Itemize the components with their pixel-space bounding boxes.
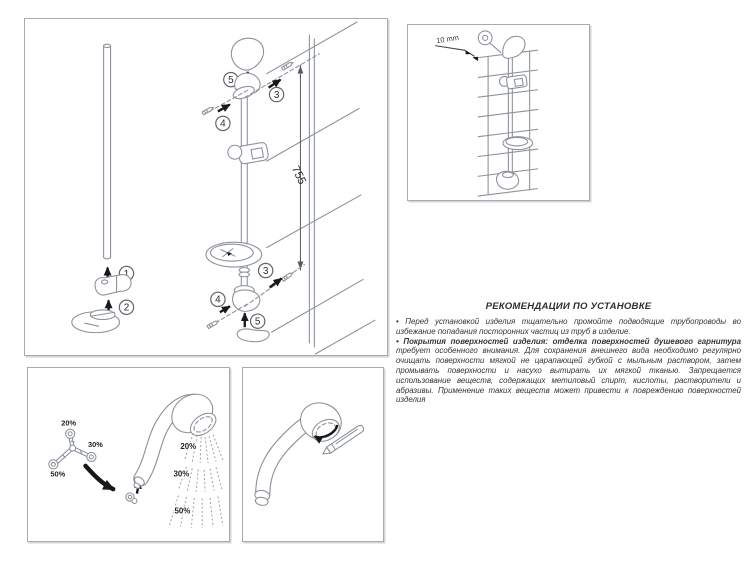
shower-face-part xyxy=(189,412,217,436)
step-4-number-bottom: 4 xyxy=(215,295,221,306)
spray-band-50 xyxy=(169,495,224,529)
cleaning-tool-part xyxy=(321,424,365,455)
screw-icon xyxy=(280,272,294,282)
recommendation-paragraph-2: • Покрытия поверхностей изделия: отделка… xyxy=(396,337,741,406)
restrictor-insert-part xyxy=(125,492,138,504)
gap-arrow-icon xyxy=(472,56,479,62)
step3-bottom-guide-line xyxy=(244,263,305,307)
flow-restrictor-part xyxy=(48,428,97,470)
step4-top-arrow-icon xyxy=(217,103,231,113)
rail-tube-part xyxy=(103,43,112,260)
step-2-number: 2 xyxy=(124,303,130,314)
swivel-connector-part xyxy=(94,274,132,296)
screw-icon xyxy=(280,61,294,71)
step-5-badge-bottom: 5 xyxy=(249,313,266,329)
hand-shower xyxy=(133,393,217,489)
soap-dish-part xyxy=(205,241,263,278)
escutcheon-cap-part xyxy=(477,30,493,46)
bottom-cover-part xyxy=(236,328,270,343)
top-cover-part xyxy=(230,37,265,71)
step3-top-guide-line xyxy=(244,53,320,99)
insert-direction-arrow-icon xyxy=(83,463,116,492)
step-1-number: 1 xyxy=(124,269,130,280)
step-4-badge-bottom: 4 xyxy=(210,291,226,308)
screw-icon xyxy=(201,106,215,116)
step-2-badge: 2 xyxy=(118,299,135,316)
step-5-number-top: 5 xyxy=(228,75,234,86)
step4-bottom-arrow-icon xyxy=(219,305,231,314)
step3-bottom-arrow-icon xyxy=(268,277,283,289)
screw-icon xyxy=(206,320,220,330)
nozzle-cleaning-diagram xyxy=(254,402,365,506)
assembly-steps-panel: 1 2 755 xyxy=(24,18,388,356)
bottom-bracket-part xyxy=(232,285,261,312)
gap-callout: 10 mm xyxy=(435,33,479,62)
recommendation-2-body: требует особенного внимания. Для сохране… xyxy=(396,346,741,405)
wall-mounting-panel: 10 mm xyxy=(407,24,590,201)
step-4-badge-top: 4 xyxy=(215,115,231,132)
spray-50-label: 50% xyxy=(174,506,190,515)
restrictor-50-label: 50% xyxy=(50,470,65,479)
top-holder-part xyxy=(502,35,526,59)
bottom-bracket-part xyxy=(495,170,520,190)
gap-arrow-icon xyxy=(465,50,472,55)
step3-top-arrow-icon xyxy=(267,78,282,89)
step-3-badge-bottom: 3 xyxy=(257,262,274,279)
restrictor-20-label: 20% xyxy=(61,418,76,427)
step-3-number-bottom: 3 xyxy=(263,266,269,277)
nozzle-cleaning-panel xyxy=(242,367,384,542)
step-5-number-bottom: 5 xyxy=(255,316,261,327)
wall-base-part xyxy=(71,309,121,334)
recommendations-title: РЕКОМЕНДАЦИИ ПО УСТАНОВКЕ xyxy=(485,301,652,312)
rail-on-wall xyxy=(477,30,534,190)
installation-recommendations: РЕКОМЕНДАЦИИ ПО УСТАНОВКЕ • Перед устано… xyxy=(396,301,741,405)
spray-30-label: 30% xyxy=(173,470,189,479)
wall-mounting-diagram: 10 mm xyxy=(435,30,539,197)
dimension-755-label: 755 xyxy=(289,164,308,186)
flow-restrictor-panel: 20% 30% 50% xyxy=(27,367,230,542)
rotate-face-arrow-icon xyxy=(313,424,339,444)
recommendation-paragraph-1: • Перед установкой изделия тщательно про… xyxy=(396,317,741,336)
step-3-number-top: 3 xyxy=(274,90,280,101)
step-3-badge-top: 3 xyxy=(268,86,285,103)
dimension-755: 755 xyxy=(289,64,308,271)
gap-10mm-label: 10 mm xyxy=(436,33,460,45)
recommendation-2-lead: • Покрытия поверхностей изделия: отделка… xyxy=(396,336,741,346)
step-4-number-top: 4 xyxy=(220,119,226,130)
spray-band-20 xyxy=(183,433,224,463)
flow-restrictor-diagram: 20% 30% 50% xyxy=(48,393,224,529)
assembly-diagram: 1 2 755 xyxy=(71,21,376,355)
wall-hatching-lines xyxy=(266,21,376,355)
slider-holder-part xyxy=(227,142,269,165)
spray-band-30 xyxy=(177,466,223,492)
spray-20-label: 20% xyxy=(180,442,196,451)
restrictor-30-label: 30% xyxy=(88,440,103,449)
